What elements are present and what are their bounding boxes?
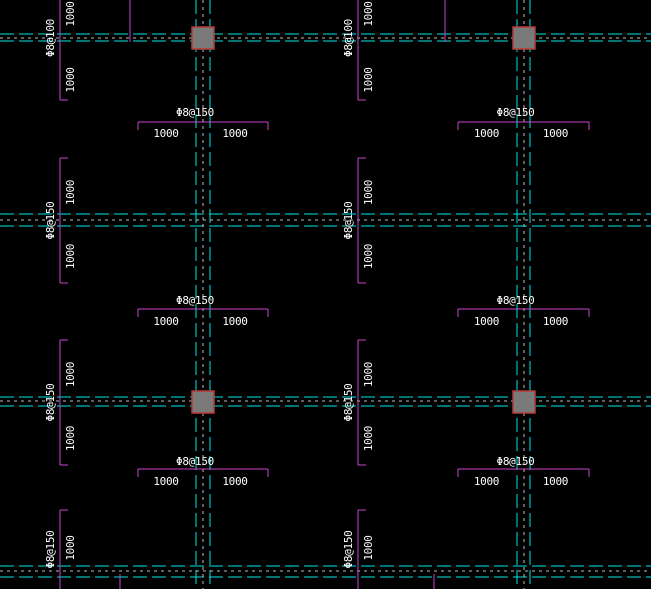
rebar-label: Φ8@150: [44, 384, 57, 422]
dimension-label: 1000: [64, 244, 77, 269]
dimension-label: 1000: [362, 1, 375, 26]
dimension-label: 1000: [362, 180, 375, 205]
column: [512, 390, 536, 414]
rebar-label: Φ8@150: [497, 455, 535, 468]
dimension-label: 1000: [64, 426, 77, 451]
dimension-label: 1000: [543, 127, 568, 140]
rebar-label: Φ8@150: [176, 106, 214, 119]
column: [191, 390, 215, 414]
dimension-label: 1000: [474, 475, 499, 488]
dimension-label: 1000: [153, 127, 178, 140]
dimension-label: 1000: [543, 475, 568, 488]
rebar-label: Φ8@150: [342, 384, 355, 422]
rebar-label: Φ8@150: [176, 455, 214, 468]
dimension-label: 1000: [153, 475, 178, 488]
rebar-label: Φ8@150: [44, 202, 57, 240]
rebar-label: Φ8@150: [44, 531, 57, 569]
rebar-label: Φ8@150: [176, 294, 214, 307]
dimension-label: 1000: [64, 535, 77, 560]
dimension-label: 1000: [362, 426, 375, 451]
dimension-label: 1000: [222, 127, 247, 140]
dimension-label: 1000: [543, 315, 568, 328]
column: [512, 26, 536, 50]
column: [191, 26, 215, 50]
dimension-label: 1000: [362, 67, 375, 92]
dimension-label: 1000: [362, 244, 375, 269]
dimension-label: 1000: [153, 315, 178, 328]
dimension-label: 1000: [64, 362, 77, 387]
dimension-label: 1000: [64, 67, 77, 92]
dimension-label: 1000: [64, 180, 77, 205]
dimension-label: 1000: [64, 1, 77, 26]
dimension-label: 1000: [222, 475, 247, 488]
dimension-label: 1000: [474, 127, 499, 140]
rebar-label: Φ8@150: [342, 202, 355, 240]
dimension-label: 1000: [362, 362, 375, 387]
dimension-label: 1000: [362, 535, 375, 560]
rebar-label: Φ8@100: [342, 19, 355, 57]
dimension-label: 1000: [222, 315, 247, 328]
rebar-label: Φ8@150: [497, 106, 535, 119]
rebar-label: Φ8@150: [342, 531, 355, 569]
dimension-label: 1000: [474, 315, 499, 328]
rebar-label: Φ8@100: [44, 19, 57, 57]
rebar-label: Φ8@150: [497, 294, 535, 307]
